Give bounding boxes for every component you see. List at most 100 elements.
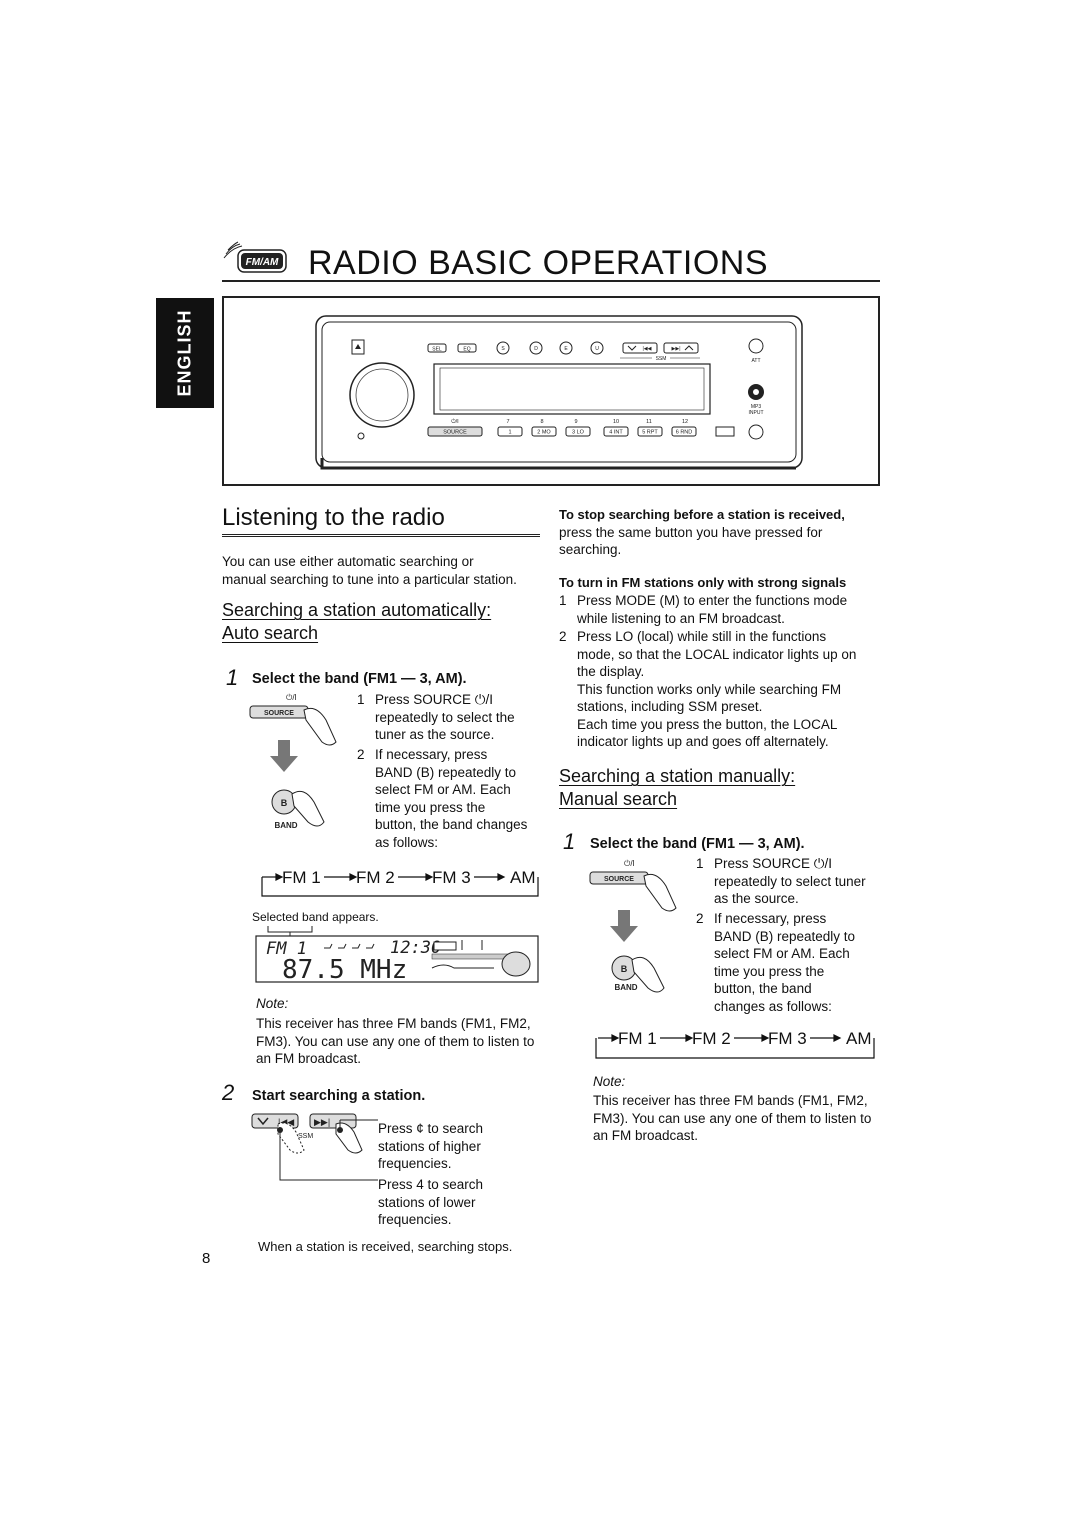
band-fm1: FM 1 [282, 868, 321, 887]
searching-stops-text: When a station is received, searching st… [258, 1239, 513, 1254]
preset-4-button [603, 426, 629, 437]
svg-text:FM 2: FM 2 [692, 1029, 731, 1048]
step-1-number: 1 [226, 665, 239, 690]
intro-text: You can use either automatic searching o… [222, 554, 517, 587]
svg-text:FM 1: FM 1 [618, 1029, 657, 1048]
stop-search-block: To stop searching before a station is re… [559, 507, 845, 557]
att-button [748, 338, 764, 354]
language-label: ENGLISH [174, 309, 195, 397]
release-button [748, 424, 764, 440]
svg-text:E: E [564, 346, 568, 352]
svg-text:1: 1 [508, 430, 511, 436]
left-note-text: This receiver has three FM bands (FM1, F… [256, 1016, 535, 1066]
seek-up-text: Press ¢ to search stations of higher fre… [378, 1121, 484, 1171]
preset-3-button [565, 426, 591, 437]
page-number: 8 [202, 1250, 211, 1267]
svg-text:11: 11 [646, 419, 652, 425]
band-fm3: FM 3 [432, 868, 471, 887]
display-frequency: 87.5 MHz [282, 955, 407, 984]
svg-text:4 INT: 4 INT [609, 430, 623, 436]
s-button [496, 341, 510, 355]
svg-text:SSM: SSM [656, 356, 667, 362]
logo-label: FM/AM [246, 257, 279, 268]
panel-frame [222, 296, 880, 486]
right-step-1-number: 1 [563, 829, 576, 854]
right-note-label: Note: [593, 1074, 626, 1089]
svg-text:SOURCE: SOURCE [443, 430, 467, 436]
svg-text:|◀◀: |◀◀ [643, 346, 652, 352]
svg-text:9: 9 [574, 419, 577, 425]
preset-1-button [497, 426, 523, 437]
svg-text:3 LO: 3 LO [572, 430, 585, 436]
e-button [559, 341, 573, 355]
svg-text:U: U [595, 346, 599, 352]
svg-text:S: S [501, 346, 505, 352]
band-cycle-diagram: FM 1 FM 2 FM 3 AM [261, 868, 539, 897]
svg-text:INPUT: INPUT [749, 410, 764, 416]
step-2-heading: Start searching a station. [252, 1088, 426, 1104]
section-title: Listening to the radio [222, 504, 445, 531]
display-window [433, 363, 711, 415]
svg-text:SSM: SSM [298, 1133, 313, 1140]
sel-button [427, 343, 447, 353]
svg-text:AM: AM [846, 1029, 872, 1048]
radio-panel-illustration: SEL EQ S D E U |◀◀ ▶▶| SSM ATT MP3 INPUT… [315, 315, 803, 470]
right-band-cycle-diagram: FM 1 FM 2 FM 3 AM [595, 1029, 875, 1059]
source-band-illustration: ⏻/I SOURCE B BAND [249, 693, 337, 830]
seek-up-button [663, 342, 699, 354]
eq-button [457, 343, 477, 353]
svg-text:MP3: MP3 [751, 404, 762, 410]
section-rule [222, 534, 540, 537]
title-rule [222, 280, 880, 282]
seek-down-button [622, 342, 658, 354]
preset-6-button [671, 426, 697, 437]
svg-text:⏻/I: ⏻/I [624, 859, 635, 868]
band-fm2: FM 2 [356, 868, 395, 887]
svg-text:⏻/I: ⏻/I [451, 418, 459, 425]
selected-band-caption: Selected band appears. [252, 910, 379, 924]
left-note-label: Note: [256, 996, 289, 1011]
svg-text:|◀◀: |◀◀ [278, 1117, 294, 1127]
preset-2-button [531, 426, 557, 437]
svg-text:B: B [621, 964, 628, 974]
language-tab: ENGLISH [156, 298, 214, 408]
svg-text:D: D [534, 346, 538, 352]
svg-text:12: 12 [682, 419, 688, 425]
source-button [427, 426, 483, 437]
step-1-heading: Select the band (FM1 — 3, AM). [252, 671, 467, 687]
svg-text:▶▶|: ▶▶| [672, 346, 681, 352]
svg-text:7: 7 [506, 419, 509, 425]
svg-text:6 RND: 6 RND [676, 430, 693, 436]
svg-text:5 RPT: 5 RPT [642, 430, 658, 436]
seek-buttons-illustration: |◀◀ ▶▶| SSM [251, 1113, 378, 1181]
volume-knob [349, 362, 415, 428]
svg-text:B: B [281, 798, 288, 808]
svg-text:SOURCE: SOURCE [604, 876, 634, 883]
d-button [529, 341, 543, 355]
svg-text:2 MO: 2 MO [537, 430, 551, 436]
svg-text:BAND: BAND [614, 983, 637, 992]
manual-search-heading: Searching a station manually: Manual sea… [559, 766, 796, 809]
svg-text:EQ: EQ [463, 347, 470, 353]
svg-text:BAND: BAND [274, 821, 297, 830]
svg-text:SOURCE: SOURCE [264, 710, 294, 717]
preset-5-button [637, 426, 663, 437]
right-note-text: This receiver has three FM bands (FM1, F… [593, 1093, 872, 1143]
svg-text:FM 3: FM 3 [768, 1029, 807, 1048]
svg-text:8: 8 [540, 419, 543, 425]
u-button [590, 341, 604, 355]
display-time: 12:30 [390, 938, 441, 958]
right-step-1-heading: Select the band (FM1 — 3, AM). [590, 836, 805, 852]
display-illustration: FM 1 12:30 87.5 MHz [255, 926, 539, 984]
fm-am-logo: FM/AM [223, 241, 287, 273]
right-source-band-illustration: ⏻/I SOURCE B BAND [589, 859, 677, 993]
page-title: RADIO BASIC OPERATIONS [308, 244, 769, 282]
band-am: AM [510, 868, 536, 887]
step-2-number: 2 [222, 1080, 235, 1105]
strong-signal-heading: To turn in FM stations only with strong … [559, 575, 847, 590]
svg-text:SEL: SEL [432, 347, 442, 353]
seek-down-text: Press 4 to search stations of lower freq… [378, 1177, 484, 1227]
display-band: FM 1 [266, 939, 307, 959]
svg-text:⏻/I: ⏻/I [286, 693, 297, 702]
svg-text:▶▶|: ▶▶| [314, 1117, 330, 1127]
